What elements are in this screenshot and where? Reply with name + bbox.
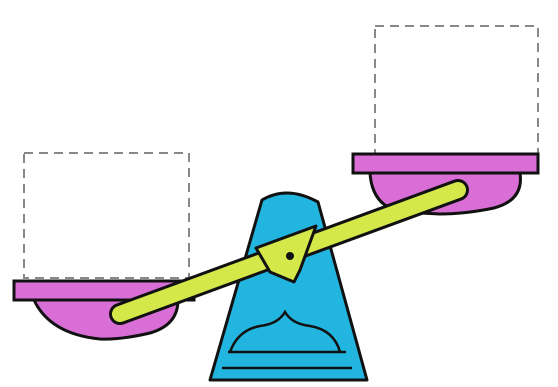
pivot-dot [286, 252, 294, 260]
right-pan-plate [351, 152, 540, 175]
fulcrum-arch [228, 309, 342, 353]
left-placeholder-box [23, 152, 190, 279]
beam-hub [254, 224, 318, 284]
right-placeholder-box [374, 25, 539, 155]
lever-beam [109, 179, 469, 325]
